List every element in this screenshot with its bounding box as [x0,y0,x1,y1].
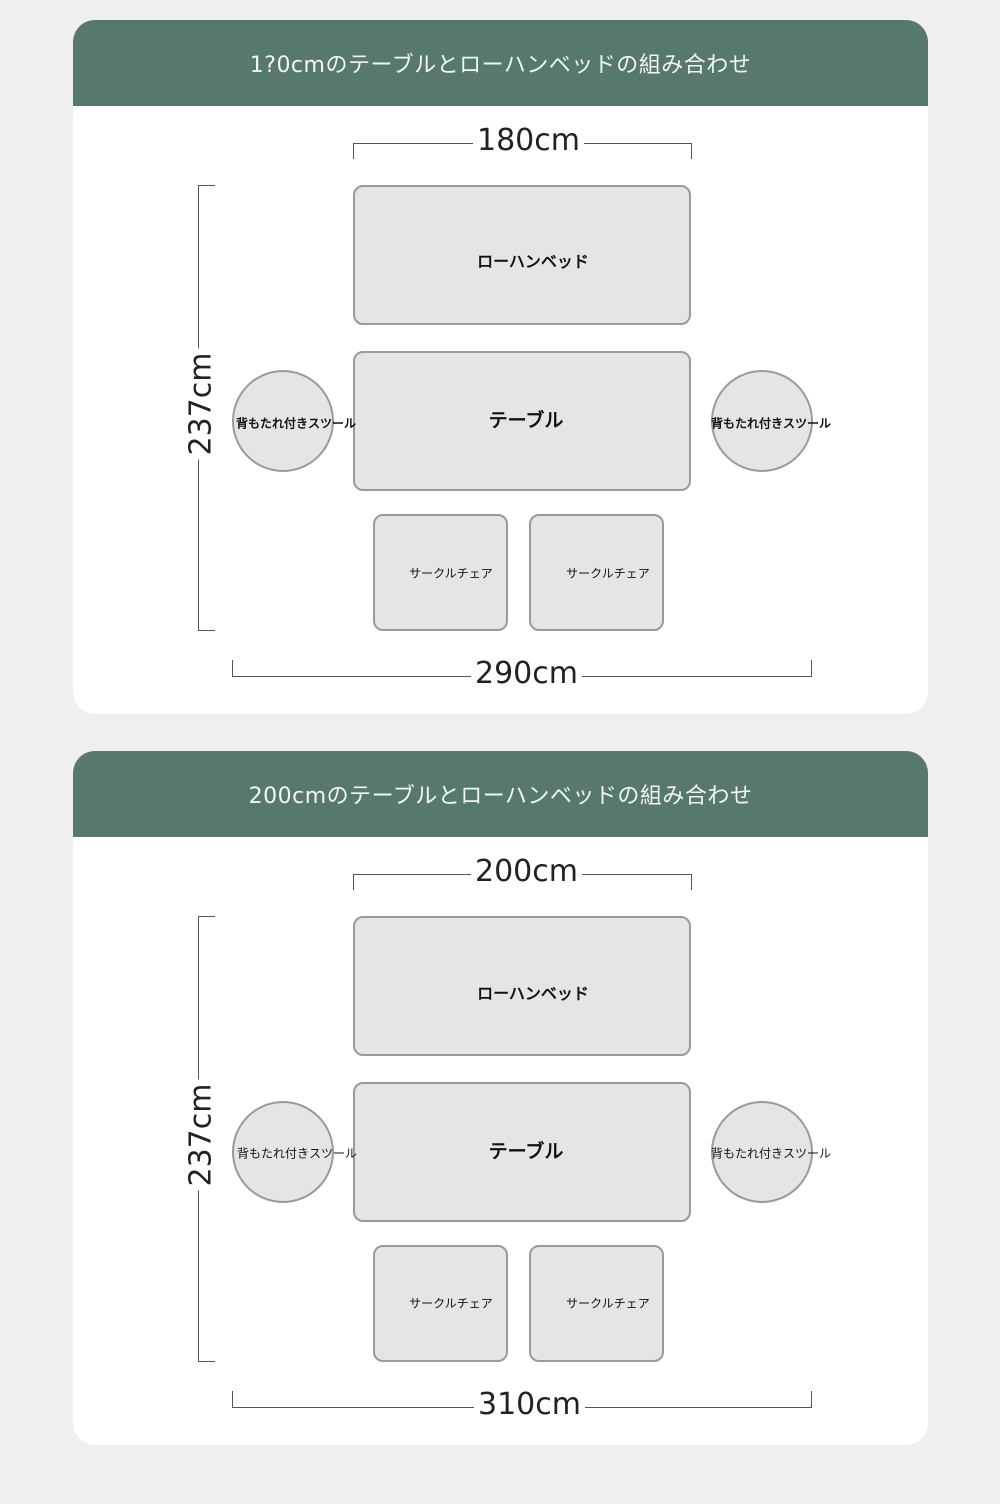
stool-left [232,370,334,472]
layout-card-2: 200cmのテーブルとローハンベッドの組み合わせ 200cm 237cm 310… [73,751,928,1445]
depth-label: 237cm [183,1079,220,1191]
chair-right-label: サークルチェア [566,1296,650,1311]
bed-label: ローハンベッド [477,252,589,271]
stool-right [711,1101,813,1203]
circle-chair-right [529,1245,664,1362]
stool-left [232,1101,334,1203]
total-width-label: 290cm [471,656,582,692]
dining-table [353,1082,691,1222]
total-width-label: 310cm [474,1387,585,1423]
low-bed [353,916,691,1056]
dining-table [353,351,691,491]
chair-left-label: サークルチェア [409,1296,493,1311]
card-header: 1?0cmのテーブルとローハンベッドの組み合わせ [73,20,928,106]
table-width-label: 180cm [473,123,584,159]
circle-chair-right [529,514,664,631]
depth-label: 237cm [183,348,220,460]
chair-left-label: サークルチェア [409,566,493,581]
circle-chair-left [373,1245,508,1362]
stool-left-label: 背もたれ付きスツール [236,1146,358,1161]
table-label: テーブル [488,409,564,432]
stool-right [711,370,813,472]
table-width-label: 200cm [471,854,582,890]
stool-right-label: 背もたれ付きスツール [710,416,832,431]
low-bed [353,185,691,325]
circle-chair-left [373,514,508,631]
card-title: 200cmのテーブルとローハンベッドの組み合わせ [248,784,753,809]
stool-left-label: 背もたれ付きスツール [235,416,357,431]
card-title: 1?0cmのテーブルとローハンベッドの組み合わせ [249,53,752,78]
chair-right-label: サークルチェア [566,566,650,581]
stool-right-label: 背もたれ付きスツール [710,1146,832,1161]
table-label: テーブル [488,1140,564,1163]
bed-label: ローハンベッド [477,984,589,1003]
layout-card-1: 1?0cmのテーブルとローハンベッドの組み合わせ 180cm 237cm 290… [73,20,928,714]
card-header: 200cmのテーブルとローハンベッドの組み合わせ [73,751,928,837]
